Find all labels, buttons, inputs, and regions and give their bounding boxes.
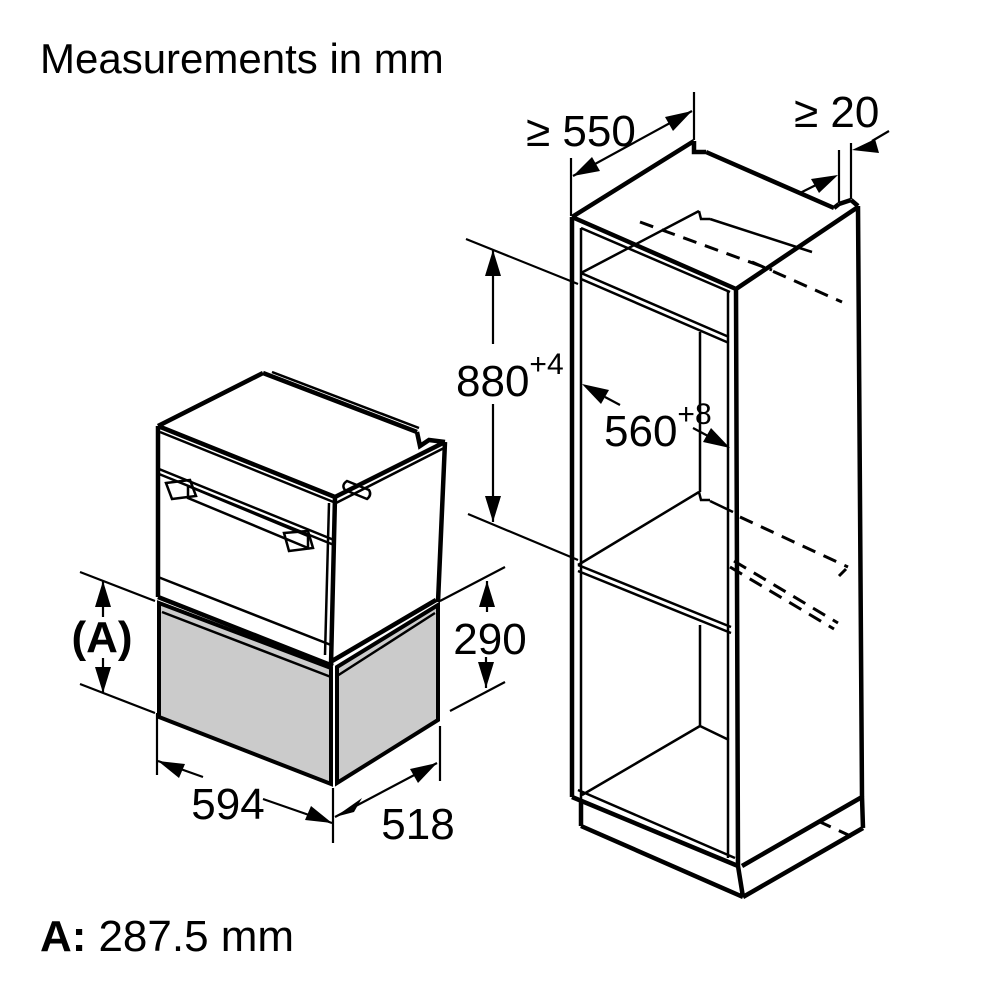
dim-560-tolerance: +8	[677, 398, 711, 431]
dim-550-arrow-left	[573, 157, 600, 176]
dim-880-number: 880	[456, 357, 529, 406]
dim-560-arrow-upleft	[582, 384, 609, 404]
drawer-edge-lines	[161, 610, 436, 679]
dim-20-value: ≥ 20	[794, 88, 879, 137]
handle-right-mount	[282, 529, 315, 553]
dim-880-value: 880+4	[456, 348, 564, 406]
dim-20-arrow-right	[852, 139, 879, 153]
cabinet-hidden-edges	[639, 220, 858, 841]
dim-880-arrow-up	[485, 250, 501, 276]
dim-20-arrow-left	[811, 175, 838, 193]
dim-594-arrow-left	[158, 761, 185, 778]
dim-550-arrow-right	[665, 111, 692, 131]
footnote-label: A:	[40, 912, 86, 961]
dim-290-arrow-up	[479, 581, 495, 607]
cabinet-drawing	[569, 139, 866, 900]
dim-518-value: 518	[381, 800, 454, 849]
dim-560-lines	[604, 396, 709, 437]
dim-560-arrow-downright	[703, 428, 730, 448]
dim-560-value: 560+8	[604, 398, 712, 456]
dim-A-arrow-down	[95, 667, 111, 693]
dim-880-arrow-down	[485, 496, 501, 522]
dim-594-value: 594	[191, 780, 264, 829]
drawer-front-panel	[157, 600, 333, 787]
dim-A-extension-lines	[79, 570, 156, 715]
footnote: A:287.5 mm	[40, 912, 294, 961]
dim-20-lines	[799, 130, 890, 203]
drawer-side-panel	[335, 601, 440, 787]
dim-290-extension-lines	[439, 566, 506, 712]
dim-290-arrow-down	[478, 662, 494, 688]
appliance-drawing	[155, 370, 448, 787]
dim-550-value: ≥ 550	[526, 107, 636, 156]
dim-A-label: (A)	[71, 613, 132, 662]
page-title: Measurements in mm	[40, 35, 444, 82]
dim-A-arrow-up	[95, 581, 111, 607]
oven-outline	[155, 370, 448, 669]
cabinet-dimensions: ≥ 550 ≥ 20 880+4 560+8	[456, 88, 890, 562]
appliance-dimensions: (A) 290 594 518	[71, 566, 527, 849]
dim-594-arrow-right	[305, 806, 332, 823]
oven-handle	[164, 478, 315, 553]
dim-880-tolerance: +4	[529, 348, 563, 381]
dim-880-lines	[465, 237, 579, 562]
dim-518-arrow-right	[410, 763, 437, 783]
dim-560-number: 560	[604, 407, 677, 456]
dim-290-value: 290	[453, 615, 526, 664]
cabinet-interior-lines	[577, 209, 813, 860]
handle-left-mount	[164, 478, 198, 501]
footnote-value: 287.5 mm	[98, 912, 294, 961]
dim-594-lines	[155, 713, 335, 843]
handle-bar	[186, 484, 310, 550]
side-grip-slot	[342, 479, 372, 501]
dim-518-arrow-left	[335, 798, 362, 817]
